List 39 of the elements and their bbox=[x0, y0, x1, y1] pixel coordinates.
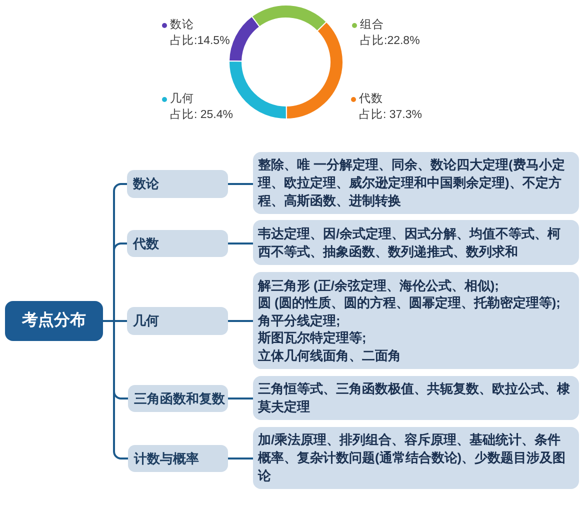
category-label: 代数 bbox=[359, 92, 383, 106]
branch-label: 代数 bbox=[133, 236, 159, 252]
percentage-label: 占比: 37.3% bbox=[359, 108, 422, 122]
detail-text: 整除、唯 一分解定理、同余、数论四大定理(费马小定理、欧拉定理、威尔逊定理和中国剩余定理)、不定方程、高斯函数、进制转换 bbox=[258, 156, 566, 210]
detail-text: 角平分线定理; bbox=[258, 312, 340, 330]
detail-box bbox=[253, 152, 579, 214]
detail-box bbox=[253, 272, 579, 369]
branch-label: 数论 bbox=[133, 176, 159, 192]
detail-text: 加/乘法原理、排列组合、容斥原理、基础统计、条件概率、复杂计数问题(通常结合数论)、少数题目涉及图论 bbox=[258, 431, 566, 485]
detail-box bbox=[253, 220, 579, 265]
branch-box bbox=[128, 385, 228, 412]
connector-line bbox=[228, 183, 253, 185]
branch-label: 计数与概率 bbox=[134, 450, 199, 466]
branch-label: 三角函数和复数 bbox=[134, 390, 225, 406]
branch-box bbox=[127, 230, 228, 257]
percentage-label: 占比:14.5% bbox=[170, 34, 230, 48]
category-label: 几何 bbox=[170, 92, 194, 106]
detail-text: 三角恒等式、三角函数极值、共轭复数、欧拉公式、棣莫夫定理 bbox=[258, 380, 571, 416]
detail-box bbox=[253, 427, 579, 489]
branch-box bbox=[127, 170, 228, 198]
connector-line bbox=[228, 320, 253, 322]
percentage-label: 占比: 25.4% bbox=[170, 108, 233, 122]
connector-line bbox=[228, 398, 253, 400]
branch-box bbox=[128, 445, 228, 472]
percentage-label: 占比:22.8% bbox=[360, 34, 420, 48]
detail-box bbox=[253, 376, 579, 420]
branch-box bbox=[127, 307, 228, 335]
connector-line bbox=[228, 242, 253, 244]
branch-label: 几何 bbox=[133, 313, 159, 329]
detail-text: 解三角形 (正/余弦定理、海伦公式、相似); bbox=[258, 276, 499, 294]
connector-line bbox=[228, 458, 253, 460]
detail-text: 斯图瓦尔特定理等; bbox=[258, 329, 366, 347]
detail-text: 立体几何线面角、二面角 bbox=[258, 346, 401, 364]
detail-text: 韦达定理、因/余式定理、因式分解、均值不等式、柯西不等式、抽象函数、数列递推式、数列求和 bbox=[258, 224, 562, 260]
category-label: 数论 bbox=[170, 18, 194, 32]
topic-box bbox=[5, 301, 103, 341]
category-label: 组合 bbox=[360, 18, 384, 32]
detail-text: 圆 (圆的性质、圆的方程、圆幂定理、托勒密定理等); bbox=[258, 294, 560, 312]
topic-title: 考点分布 bbox=[22, 311, 86, 331]
